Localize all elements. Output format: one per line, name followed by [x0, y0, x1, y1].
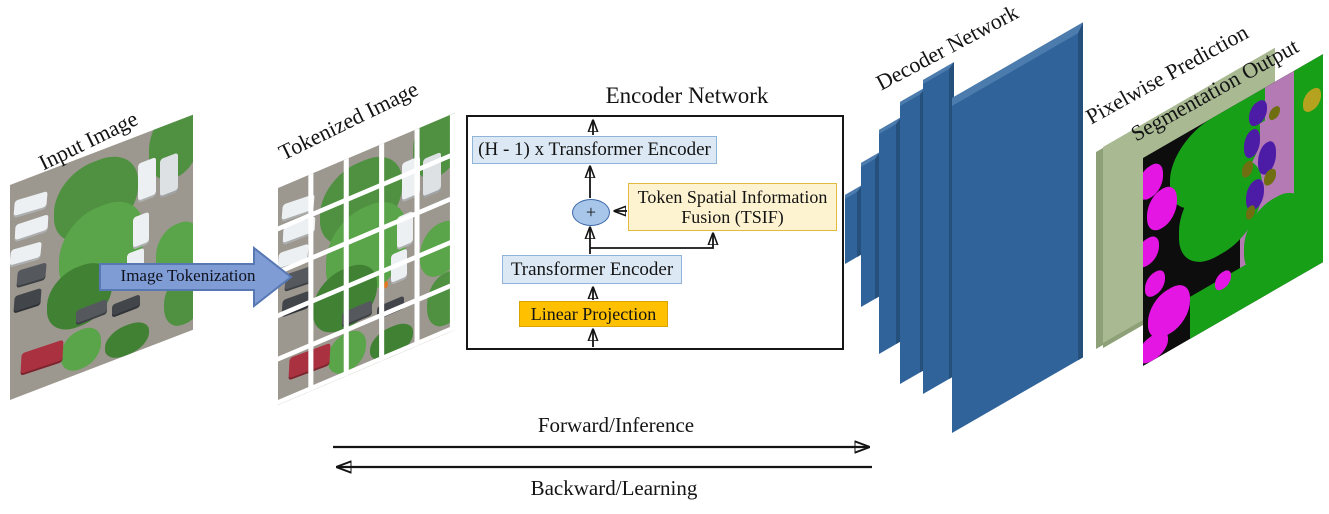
decoder-slab-1 [845, 185, 862, 264]
sum-operator: + [572, 199, 610, 226]
decoder-slab-4 [900, 87, 925, 384]
decoder-slab-3 [879, 117, 901, 354]
transformer-encoder-block: Transformer Encoder [502, 255, 682, 284]
decoder-output-panel [952, 22, 1083, 433]
encoder-network-title: Encoder Network [605, 83, 769, 108]
forward-inference-label: Forward/Inference [537, 413, 695, 437]
image-tokenization-label: Image Tokenization [120, 266, 256, 285]
decoder-slab-2 [861, 152, 880, 307]
linear-projection-block: Linear Projection [519, 301, 668, 327]
image-tokenization-arrow [99, 246, 293, 308]
stacked-transformer-encoder-block: (H - 1) x Transformer Encoder [472, 136, 717, 164]
decoder-slab-5 [923, 62, 954, 394]
tsif-block: Token Spatial Information Fusion (TSIF) [628, 183, 837, 231]
backward-learning-label: Backward/Learning [530, 476, 698, 500]
